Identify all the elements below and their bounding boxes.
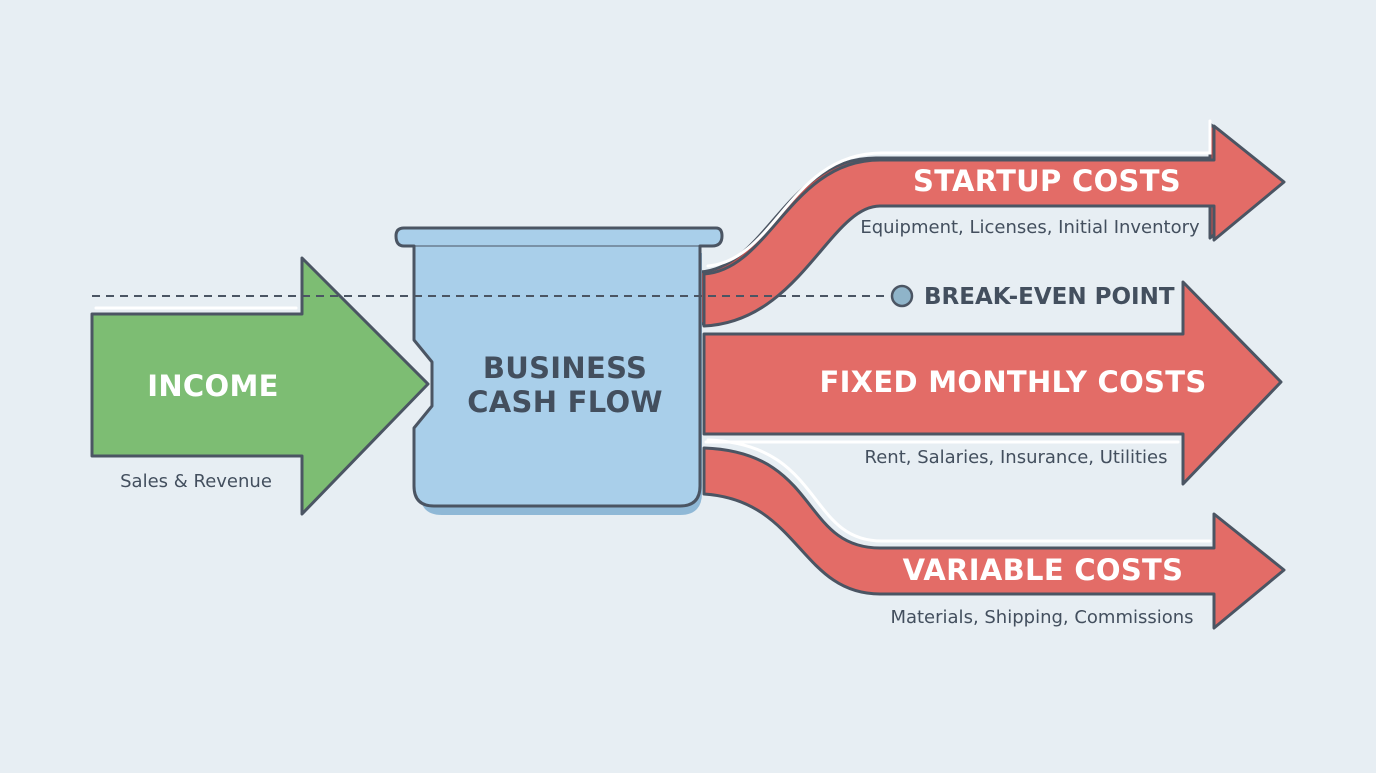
fixed-arrow-body [702, 280, 1283, 486]
fixed-costs-sublabel: Rent, Salaries, Insurance, Utilities [865, 447, 1168, 468]
startup-costs-label: STARTUP COSTS [913, 164, 1181, 198]
fixed-costs-arrow [702, 280, 1283, 486]
break-even-label: BREAK-EVEN POINT [924, 284, 1175, 310]
income-sublabel: Sales & Revenue [120, 471, 272, 492]
startup-costs-sublabel: Equipment, Licenses, Initial Inventory [860, 217, 1200, 238]
variable-arrow-highlight [706, 438, 1212, 543]
break-even-marker [92, 284, 914, 308]
variable-costs-sublabel: Materials, Shipping, Commissions [890, 607, 1193, 628]
startup-arrow-body [702, 124, 1286, 328]
variable-costs-label: VARIABLE COSTS [903, 553, 1184, 587]
pot-body [394, 226, 724, 508]
variable-arrow-body [702, 446, 1286, 630]
fixed-costs-label: FIXED MONTHLY COSTS [819, 365, 1206, 399]
pot-title-line1: BUSINESS [483, 351, 647, 385]
variable-costs-arrow [702, 438, 1286, 630]
cash-flow-pot [394, 226, 724, 515]
income-arrow [90, 256, 430, 516]
pot-title-line2: CASH FLOW [467, 385, 663, 419]
break-even-dot [890, 284, 914, 308]
startup-costs-arrow [698, 119, 1286, 328]
income-label: INCOME [147, 369, 278, 403]
startup-arrow-highlight [706, 119, 1212, 268]
income-arrow-body [90, 256, 430, 516]
